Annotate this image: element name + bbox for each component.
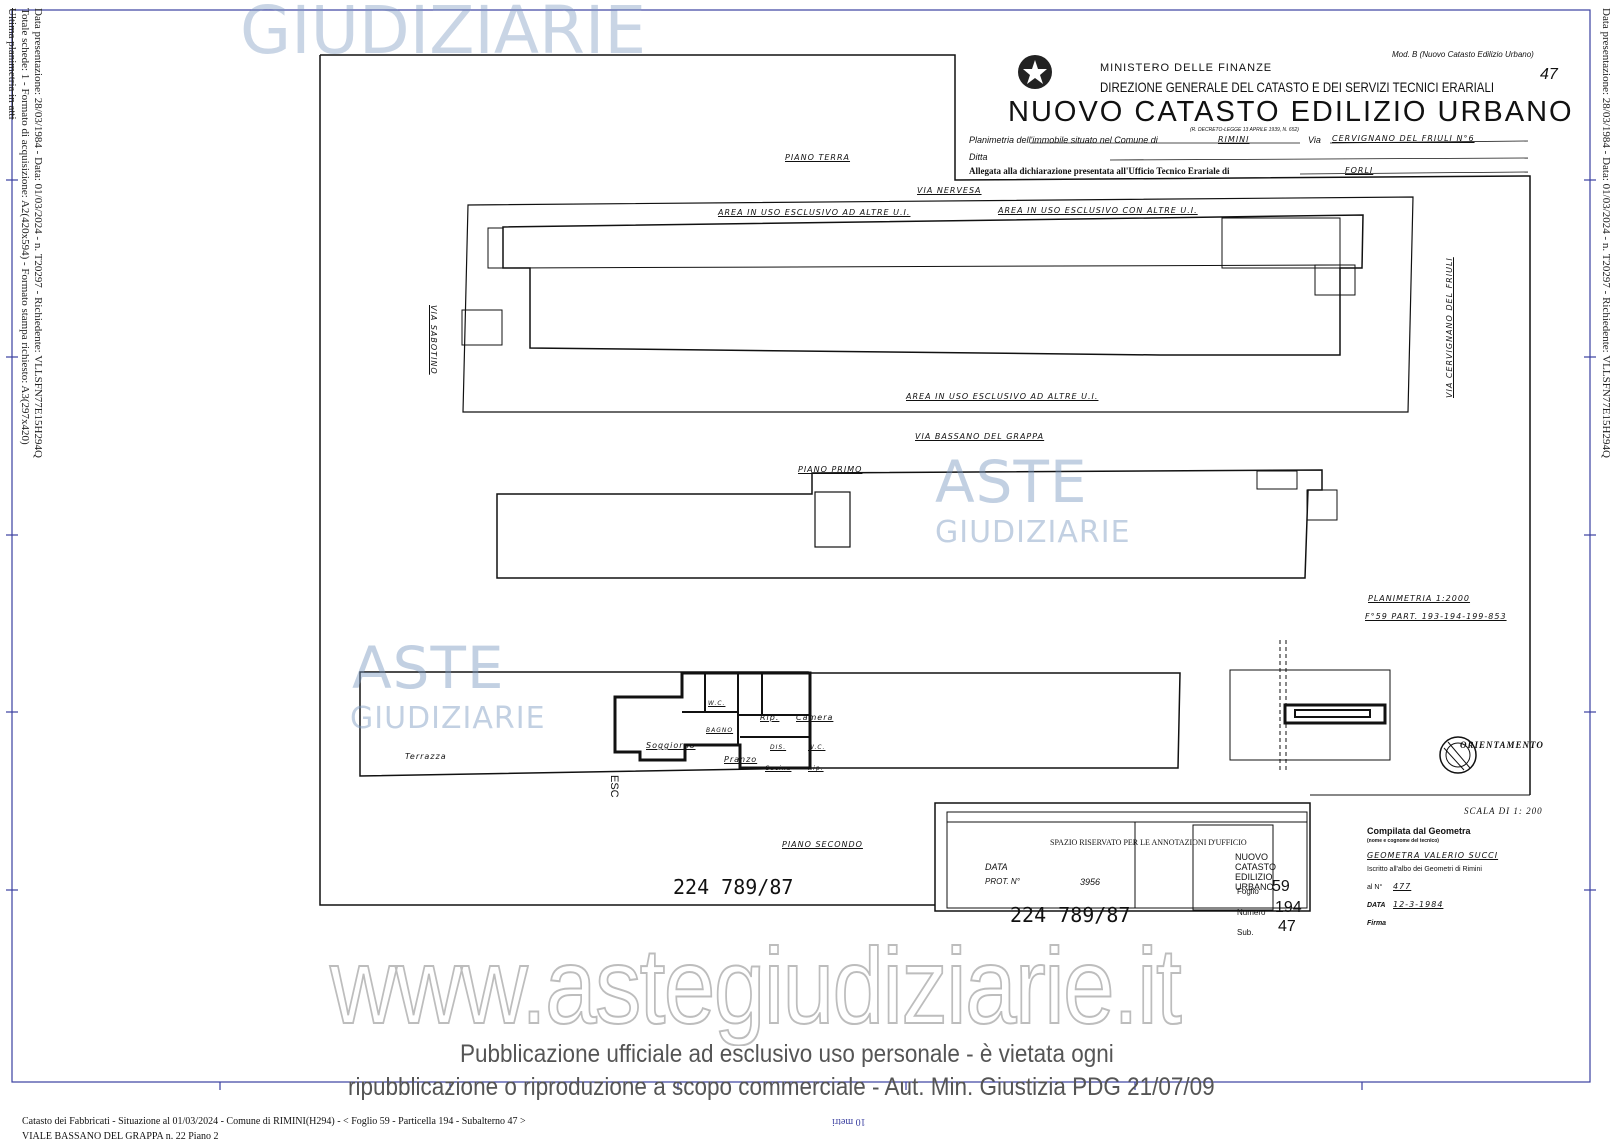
label-area-altre-bottom: AREA IN USO ESCLUSIVO AD ALTRE U.I.: [906, 392, 1099, 401]
sheet-frame: [6, 9, 1596, 1090]
compiler-albo: Iscritto all'albo dei Geometri di Rimini: [1367, 866, 1482, 873]
nceu-label: NUOVO CATASTO EDILIZIO URBANO: [1235, 852, 1277, 892]
watermark-url: www.astegiudiziarie.it: [329, 925, 1182, 1046]
label-via-nervesa: VIA NERVESA: [917, 186, 982, 195]
compiler-name: GEOMETRA VALERIO SUCCI: [1367, 851, 1499, 860]
sub-label: Sub.: [1237, 928, 1254, 937]
room-bagno: BAGNO: [706, 727, 734, 734]
left-margin-line3: Ultima planimetria in atti: [6, 8, 18, 120]
orientation-label: ORIENTAMENTO: [1460, 740, 1544, 750]
ministry: MINISTERO DELLE FINANZE: [1100, 62, 1273, 74]
comune-label: Planimetria dell'immobile situato nel Co…: [969, 135, 1158, 145]
sub-value: 47: [1278, 918, 1296, 935]
right-margin-line1: Data presentazione: 28/03/1984 - Data: 0…: [1600, 8, 1612, 458]
publication-notice-1: Pubblicazione ufficiale ad esclusivo uso…: [460, 1040, 1114, 1068]
numero-value: 194: [1275, 899, 1302, 916]
main-title: NUOVO CATASTO EDILIZIO URBANO: [1008, 96, 1574, 128]
model-label: Mod. B (Nuovo Catasto Edilizio Urbano): [1392, 50, 1534, 59]
room-cucina: Cucina: [765, 765, 792, 772]
room-rip1: Rip.: [760, 713, 780, 722]
watermark-giudiziarie-1: GIUDIZIARIE: [935, 515, 1131, 550]
stamp-number-1: 224 789/87: [673, 875, 794, 899]
room-pranzo: Pranzo: [724, 755, 758, 764]
label-via-cervignano: VIA CERVIGNANO DEL FRIULI: [1445, 257, 1454, 398]
direction: DIREZIONE GENERALE DEL CATASTO E DEI SER…: [1100, 79, 1495, 95]
compiler-subtitle: (nome e cognome del tecnico): [1367, 838, 1439, 844]
label-first-floor: PIANO PRIMO: [798, 465, 863, 474]
foglio-value: 59: [1272, 878, 1290, 895]
room-wc: W.C.: [708, 700, 726, 707]
left-margin-line2: Totale schede: 1 - Formato di acquisizio…: [19, 8, 31, 445]
allegata-label: Allegata alla dichiarazione presentata a…: [969, 166, 1230, 176]
compiler-num-value: 477: [1393, 882, 1412, 891]
scale-label: SCALA DI 1: 200: [1464, 806, 1543, 816]
compiler-title: Compilata dal Geometra: [1367, 826, 1471, 836]
office-prot-label: PROT. N°: [985, 877, 1020, 886]
left-margin-line1: Data presentazione: 28/03/1984 - Data: 0…: [32, 8, 44, 458]
allegata-value: FORLI: [1345, 166, 1374, 175]
room-rip2: Rip.: [808, 765, 824, 772]
ditta-label: Ditta: [969, 152, 988, 162]
room-soggiorno: Soggiorno: [646, 741, 696, 750]
via-label: Via: [1308, 135, 1321, 145]
label-ground-floor: PIANO TERRA: [785, 153, 851, 162]
publication-notice-2: ripubblicazione o riproduzione a scopo c…: [348, 1073, 1215, 1101]
watermark-aste-2: ASTE: [352, 634, 505, 702]
decree: (R. DECRETO-LEGGE 13 APRILE 1939, N. 652…: [1190, 127, 1299, 133]
numero-label: Numero: [1237, 908, 1266, 917]
watermark-aste-1: ASTE: [935, 448, 1088, 516]
compiler-date-value: 12-3-1984: [1393, 900, 1444, 909]
label-second-floor: PIANO SECONDO: [782, 840, 863, 849]
label-area-altre-top: AREA IN USO ESCLUSIVO AD ALTRE U.I.: [718, 208, 911, 217]
label-area-con-altre: AREA IN USO ESCLUSIVO CON ALTRE U.I.: [998, 206, 1198, 215]
label-site-plan: PLANIMETRIA 1:2000: [1368, 594, 1471, 603]
room-disimpegno: DIS.: [770, 744, 787, 751]
label-terrace: Terrazza: [405, 752, 447, 761]
footer-line1: Catasto dei Fabbricati - Situazione al 0…: [22, 1116, 526, 1127]
sheet-mark: 47: [1540, 66, 1558, 83]
compiler-num-label: al N°: [1367, 884, 1383, 891]
office-prot-value: 3956: [1080, 877, 1101, 887]
office-box-title: SPAZIO RISERVATO PER LE ANNOTAZIONI D'UF…: [1050, 838, 1247, 847]
stair-mark: ESC: [608, 775, 620, 798]
stamp-number-2: 224 789/87: [1010, 903, 1131, 927]
room-camera: Camera: [796, 713, 834, 722]
footer-line2: VIALE BASSANO DEL GRAPPA n. 22 Piano 2: [22, 1131, 219, 1142]
room-wc2: W.C.: [808, 744, 826, 751]
watermark-giudiziarie-2: GIUDIZIARIE: [350, 701, 546, 736]
comune-value: RIMINI: [1218, 135, 1250, 144]
label-via-bassano: VIA BASSANO DEL GRAPPA: [915, 432, 1045, 441]
label-via-sabotino: VIA SABOTINO: [429, 305, 438, 375]
compiler-firma-label: Firma: [1367, 920, 1387, 927]
compiler-date-label: DATA: [1367, 902, 1386, 909]
foglio-label: Foglio: [1237, 887, 1259, 896]
scale-bar-label: 10 metri: [832, 1116, 866, 1127]
watermark-top: GIUDIZIARIE: [240, 0, 647, 69]
via-value: CERVIGNANO DEL FRIULI N°6: [1332, 134, 1475, 143]
label-parcels: F°59 PART. 193-194-199-853: [1365, 612, 1507, 621]
office-data-label: DATA: [985, 862, 1008, 872]
